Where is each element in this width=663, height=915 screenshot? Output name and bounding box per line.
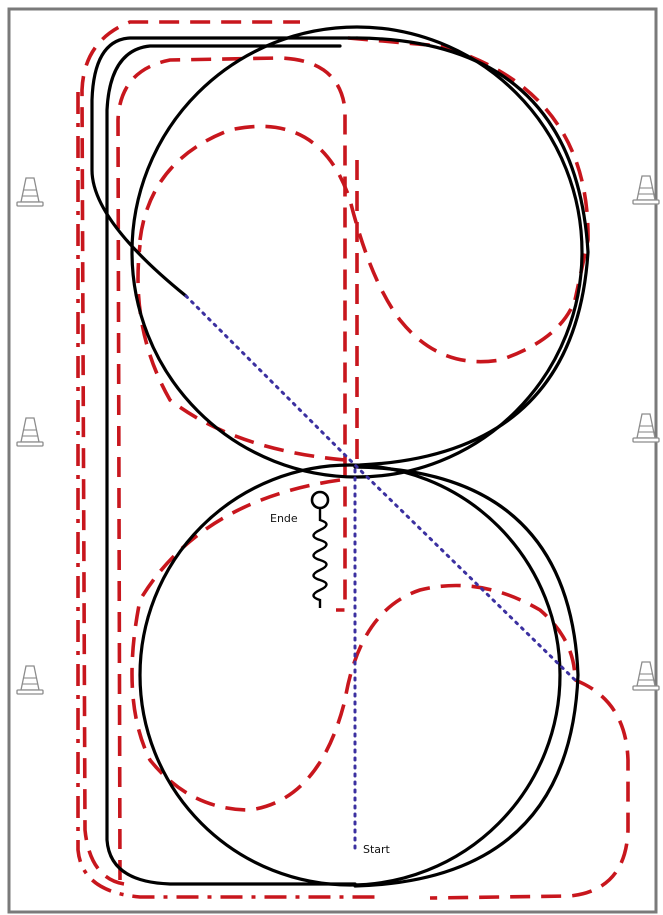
lower-dashed-loop (130, 478, 577, 812)
spring-coil-icon (312, 508, 328, 608)
left-rail-track (105, 44, 357, 886)
traffic-cone-icon (632, 175, 660, 205)
traffic-cone-icon (632, 413, 660, 443)
traffic-cone-icon (16, 665, 44, 695)
end-label: Ende (270, 512, 298, 525)
upper-circle-track (130, 25, 584, 479)
outer-connector-track (90, 36, 359, 298)
traffic-cone-icon (16, 177, 44, 207)
upper-outer-lane (355, 36, 590, 467)
lower-outer-lane (353, 465, 580, 888)
upper-dashed-loop (138, 124, 577, 364)
upper-dashed-arc (136, 244, 346, 462)
traffic-cone-icon (16, 417, 44, 447)
start-label: Start (363, 843, 391, 856)
inner-dashed-loop (116, 56, 347, 881)
dotted-path (184, 294, 577, 682)
outer-dashed-loop (80, 20, 630, 900)
traffic-cone-icon (632, 661, 660, 691)
circle-marker-icon (310, 490, 330, 510)
dash-dot-path (76, 92, 380, 899)
